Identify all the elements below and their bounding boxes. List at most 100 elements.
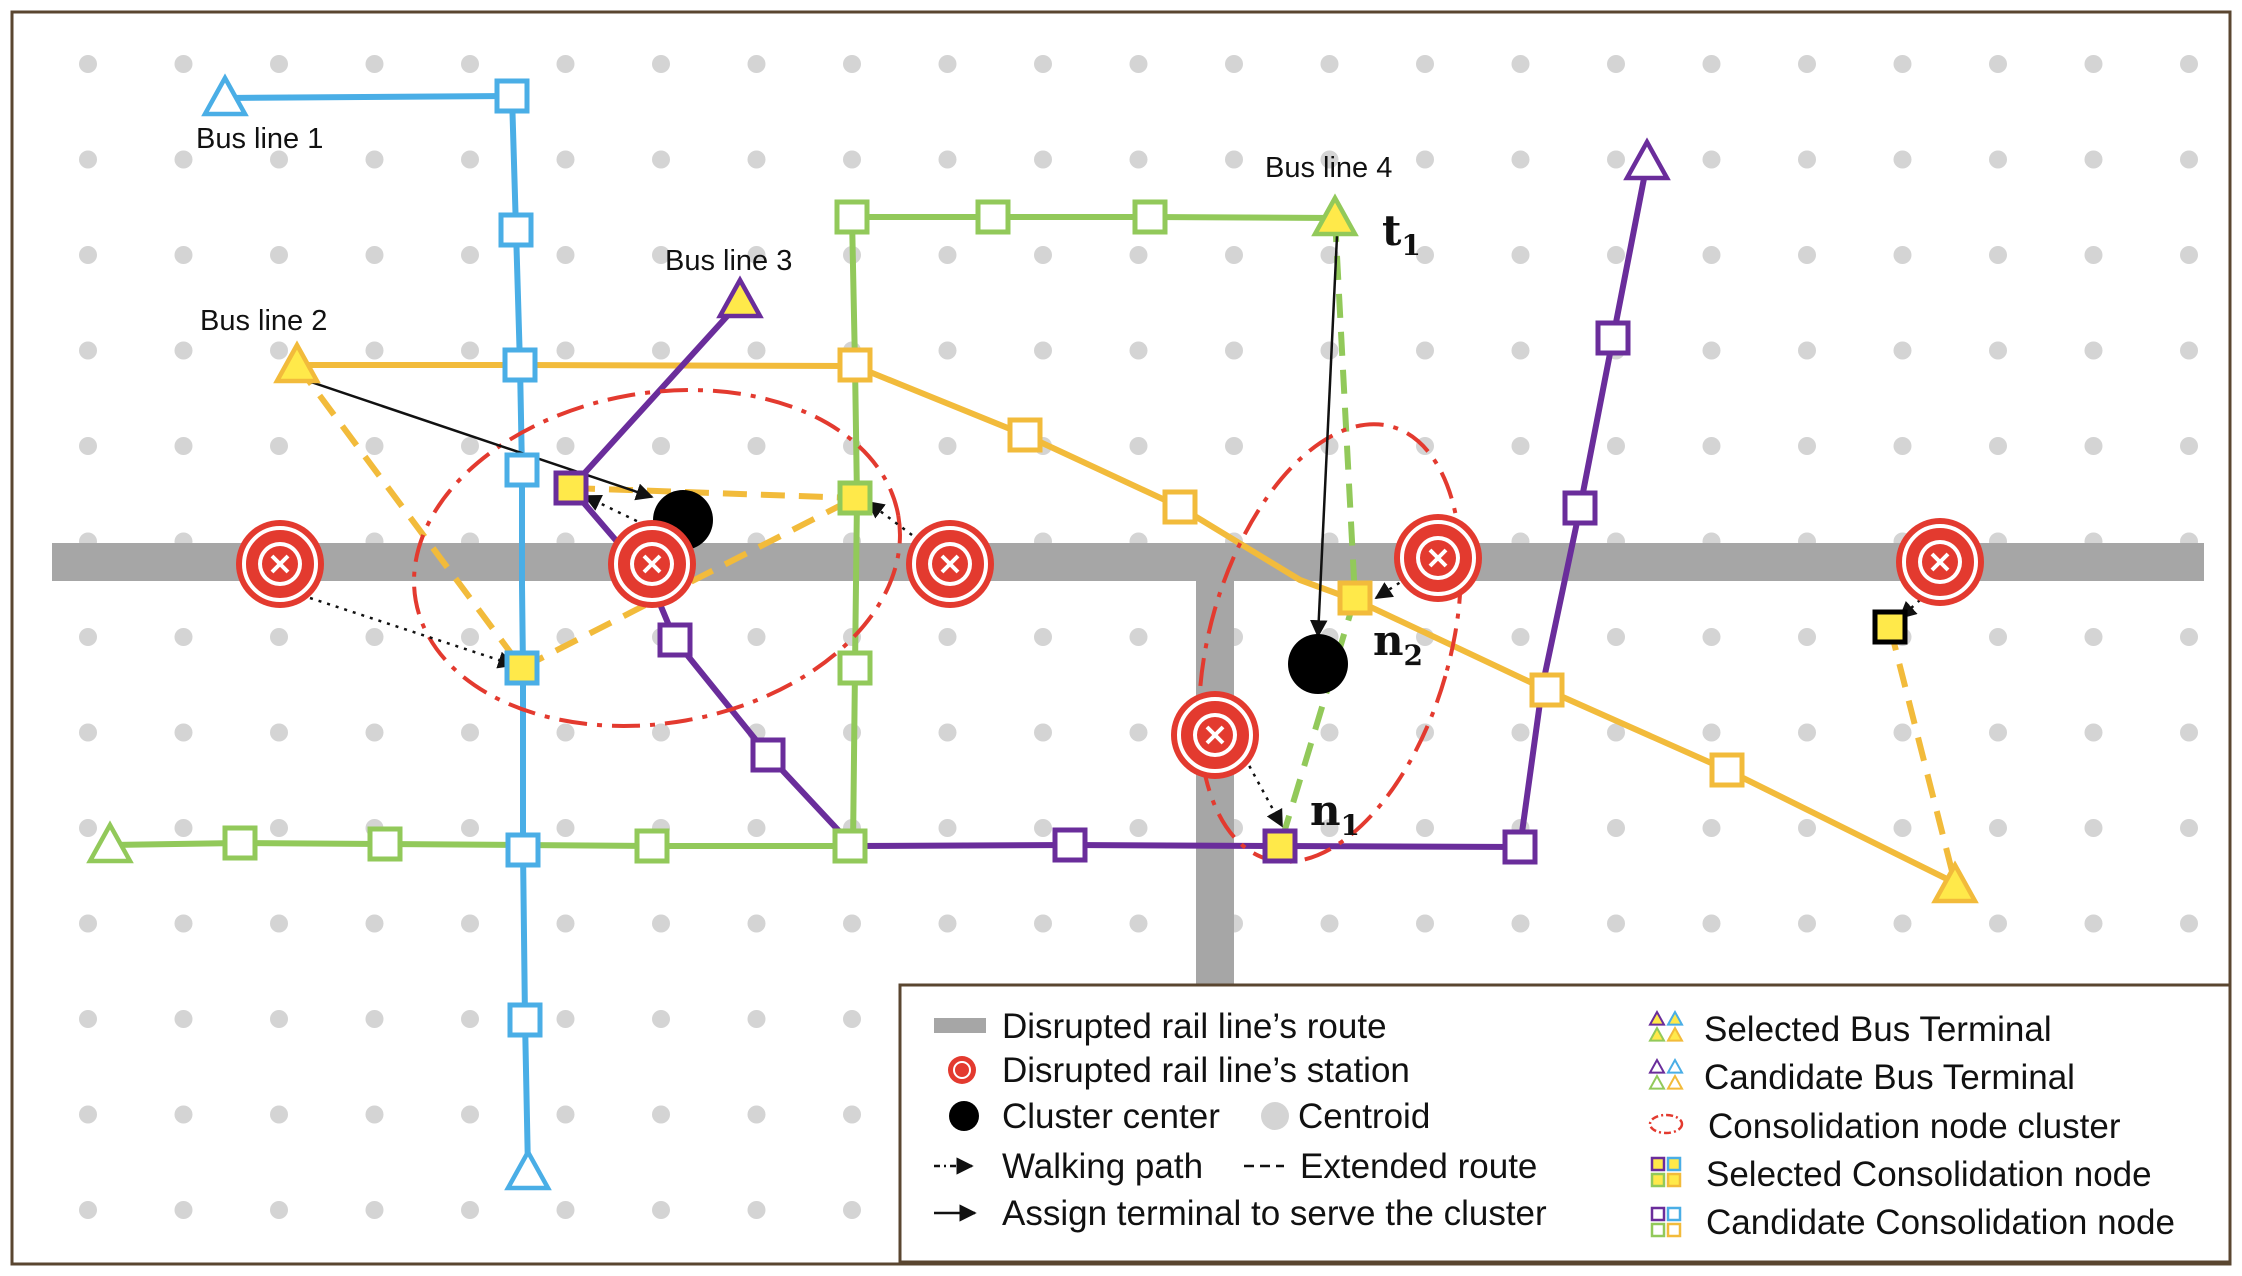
- centroid-dot: [938, 437, 957, 455]
- centroid-dot: [365, 914, 384, 933]
- centroid-dot: [1702, 819, 1721, 837]
- centroid-dot: [1511, 150, 1530, 169]
- selected-bus-terminal: [273, 340, 321, 384]
- centroid-dot: [843, 914, 861, 933]
- centroid-dot: [2084, 150, 2103, 169]
- centroid-dot: [843, 150, 861, 169]
- centroid-dot: [652, 1105, 670, 1124]
- centroid-dot: [1129, 246, 1148, 264]
- centroid-dot: [1034, 341, 1052, 360]
- bus-stop: [1052, 827, 1088, 863]
- centroid-dot: [1511, 628, 1530, 646]
- centroid-dot: [1416, 246, 1434, 264]
- centroid-dot: [938, 914, 957, 933]
- centroid-dot: [270, 246, 288, 264]
- disrupted-station-icon: [1394, 514, 1482, 602]
- centroid-dot: [270, 437, 288, 455]
- centroid-dot: [1893, 723, 1912, 742]
- bus-stop: [505, 832, 541, 868]
- centroid-dot: [79, 819, 97, 837]
- centroid-dot: [2084, 723, 2103, 742]
- centroid-dot: [556, 150, 575, 169]
- bus-line-2-label: Bus line 2: [200, 305, 327, 337]
- centroid-dot: [1511, 246, 1530, 264]
- candidate-bus-terminal: [201, 73, 249, 117]
- centroid-dot: [1416, 819, 1434, 837]
- centroid-dot: [652, 150, 670, 169]
- centroid-dot: [1607, 723, 1625, 742]
- bus-stop: [834, 199, 870, 235]
- centroid-dot: [747, 1010, 766, 1028]
- centroid-dot: [365, 437, 384, 455]
- legend-centroid: Centroid: [1298, 1097, 1430, 1136]
- centroid-dot: [1989, 341, 2007, 360]
- centroid-dot: [1607, 150, 1625, 169]
- selected-consolidation-node: [837, 480, 873, 516]
- bus-stop: [1162, 489, 1198, 525]
- centroid-dot: [79, 1105, 97, 1124]
- centroid-dot: [1989, 914, 2007, 933]
- centroid-dot: [270, 628, 288, 646]
- selected-bus-terminal: [716, 275, 764, 319]
- centroid-dot: [938, 341, 957, 360]
- centroid-dot: [652, 1010, 670, 1028]
- legend-cluster-icon: [1648, 1113, 1684, 1135]
- legend-selected-node: Selected Consolidation node: [1706, 1155, 2152, 1194]
- centroid-dot: [461, 819, 479, 837]
- centroid-dot: [174, 819, 193, 837]
- selected-consolidation-node: [1337, 580, 1373, 616]
- centroid-dot: [1416, 341, 1434, 360]
- centroid-dot: [1702, 914, 1721, 933]
- centroid-dot: [1989, 819, 2007, 837]
- centroid-dot: [1225, 437, 1243, 455]
- centroid-dot: [270, 819, 288, 837]
- centroid-dot: [1989, 437, 2007, 455]
- centroid-dot: [1989, 55, 2007, 73]
- centroid-dot: [1798, 246, 1816, 264]
- legend-candidate-node-icon: [1650, 1206, 1682, 1238]
- centroid-dot: [174, 914, 193, 933]
- centroid-dot: [652, 437, 670, 455]
- centroid-dot: [747, 150, 766, 169]
- centroid-dot: [461, 341, 479, 360]
- disrupted-station-icon: [906, 520, 994, 608]
- centroid-dot: [79, 150, 97, 169]
- centroid-dot: [747, 819, 766, 837]
- bus-stop: [657, 622, 693, 658]
- legend-cluster-center: Cluster center: [1002, 1097, 1220, 1136]
- centroid-dot: [174, 1010, 193, 1028]
- centroid-dot: [1034, 628, 1052, 646]
- centroid-dot: [747, 246, 766, 264]
- legend: Disrupted rail line’s route Disrupted ra…: [898, 983, 2232, 1264]
- centroid-dot: [2180, 723, 2198, 742]
- centroid-dot: [843, 1201, 861, 1219]
- centroid-dot: [2180, 437, 2198, 455]
- centroid-dot: [365, 1105, 384, 1124]
- centroid-dot: [1798, 55, 1816, 73]
- centroid-dot: [1798, 914, 1816, 933]
- bus-stop: [504, 452, 540, 488]
- centroid-dot: [461, 1105, 479, 1124]
- centroid-dot: [1798, 723, 1816, 742]
- centroid-dot: [556, 341, 575, 360]
- bus-stop: [494, 78, 530, 114]
- bus-stop: [975, 199, 1011, 235]
- centroid-dot: [1511, 341, 1530, 360]
- candidate-bus-terminal: [504, 1147, 552, 1191]
- centroid-dot: [843, 55, 861, 73]
- centroid-dot: [1034, 246, 1052, 264]
- centroid-dot: [174, 1201, 193, 1219]
- centroid-dot: [1225, 55, 1243, 73]
- bus-stop: [1132, 199, 1168, 235]
- centroid-dot: [79, 914, 97, 933]
- centroid-dot: [461, 1010, 479, 1028]
- centroid-dot: [1893, 55, 1912, 73]
- centroid-dot: [556, 437, 575, 455]
- centroid-dot: [1798, 150, 1816, 169]
- terminal-t1-label: t1: [1382, 206, 1421, 262]
- centroid-dot: [365, 1201, 384, 1219]
- centroid-dot: [652, 723, 670, 742]
- centroid-dot: [461, 150, 479, 169]
- legend-candidate-terminal-icon: [1648, 1057, 1684, 1090]
- centroid-dot: [652, 246, 670, 264]
